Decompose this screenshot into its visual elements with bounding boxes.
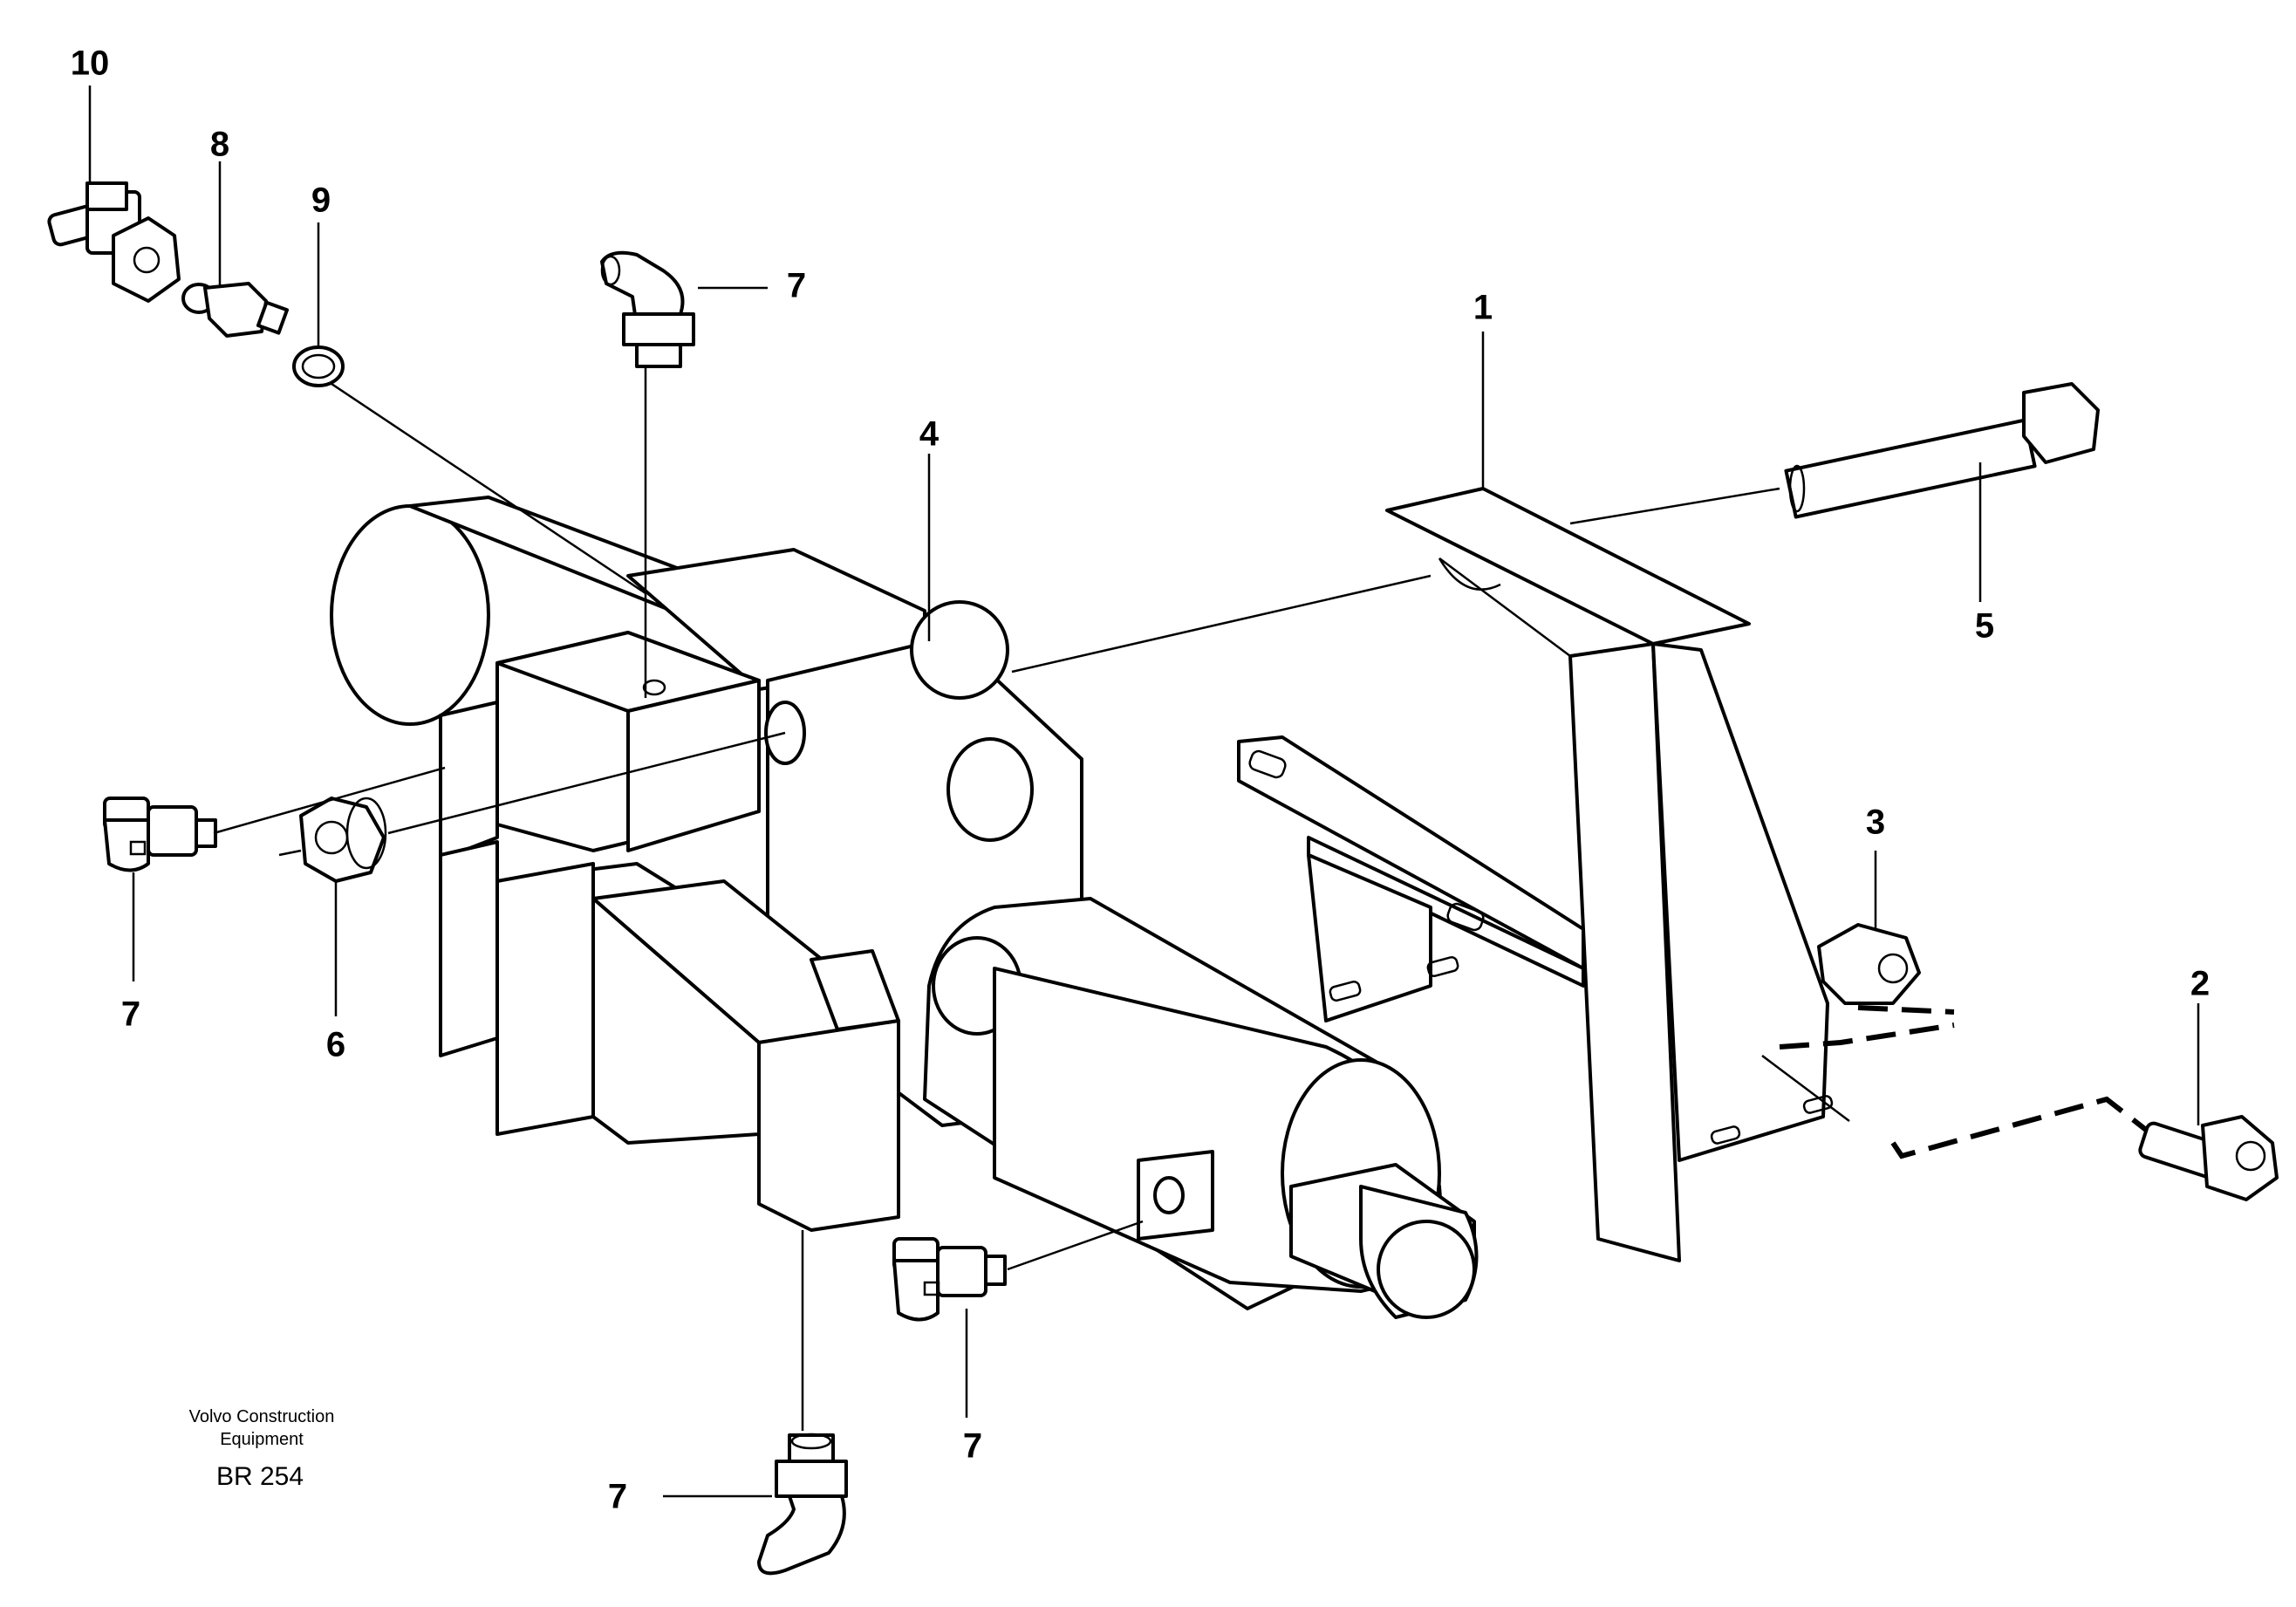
callout-7-middle: 7 xyxy=(963,1427,982,1466)
callout-1: 1 xyxy=(1473,289,1493,327)
callout-3: 3 xyxy=(1866,804,1885,842)
solenoid-upper xyxy=(439,631,806,861)
callout-9: 9 xyxy=(311,181,331,220)
adapter-fitting xyxy=(181,282,290,338)
solenoid-lower xyxy=(439,840,900,1232)
elbow-fitting-bottom xyxy=(757,1433,848,1576)
callout-7-top: 7 xyxy=(787,267,806,305)
callout-6: 6 xyxy=(326,1026,345,1064)
brand-line-1: Volvo Construction xyxy=(189,1407,335,1426)
callout-leaders xyxy=(88,85,2200,1498)
callout-10: 10 xyxy=(71,44,110,83)
flange-bolt xyxy=(2138,1115,2279,1201)
footer: Volvo Construction Equipment BR 254 xyxy=(189,1407,335,1491)
assembly-lines xyxy=(213,366,2148,1431)
elbow-fitting-top-left xyxy=(47,181,181,303)
mounting-bracket xyxy=(1237,487,1834,1262)
elbow-fitting-middle xyxy=(892,1237,1007,1322)
long-bolt xyxy=(1784,382,2100,519)
lock-nut-front xyxy=(299,797,387,883)
elbow-fitting-top xyxy=(600,250,695,368)
brand-line-2: Equipment xyxy=(220,1430,304,1449)
flange-nut xyxy=(1817,923,1921,1005)
callout-5: 5 xyxy=(1975,607,1994,646)
o-ring xyxy=(292,345,345,387)
elbow-fitting-left xyxy=(103,797,217,872)
callout-2: 2 xyxy=(2190,965,2210,1003)
callout-numbers: 1 2 3 4 5 6 7 7 7 7 8 9 10 xyxy=(71,44,2210,1516)
drawing-code: BR 254 xyxy=(216,1462,304,1491)
callout-8: 8 xyxy=(210,126,229,164)
callout-7-bottom: 7 xyxy=(608,1478,627,1516)
callout-7-left: 7 xyxy=(121,995,140,1034)
callout-4: 4 xyxy=(919,415,940,454)
hydraulic-cylinder xyxy=(993,967,1479,1319)
